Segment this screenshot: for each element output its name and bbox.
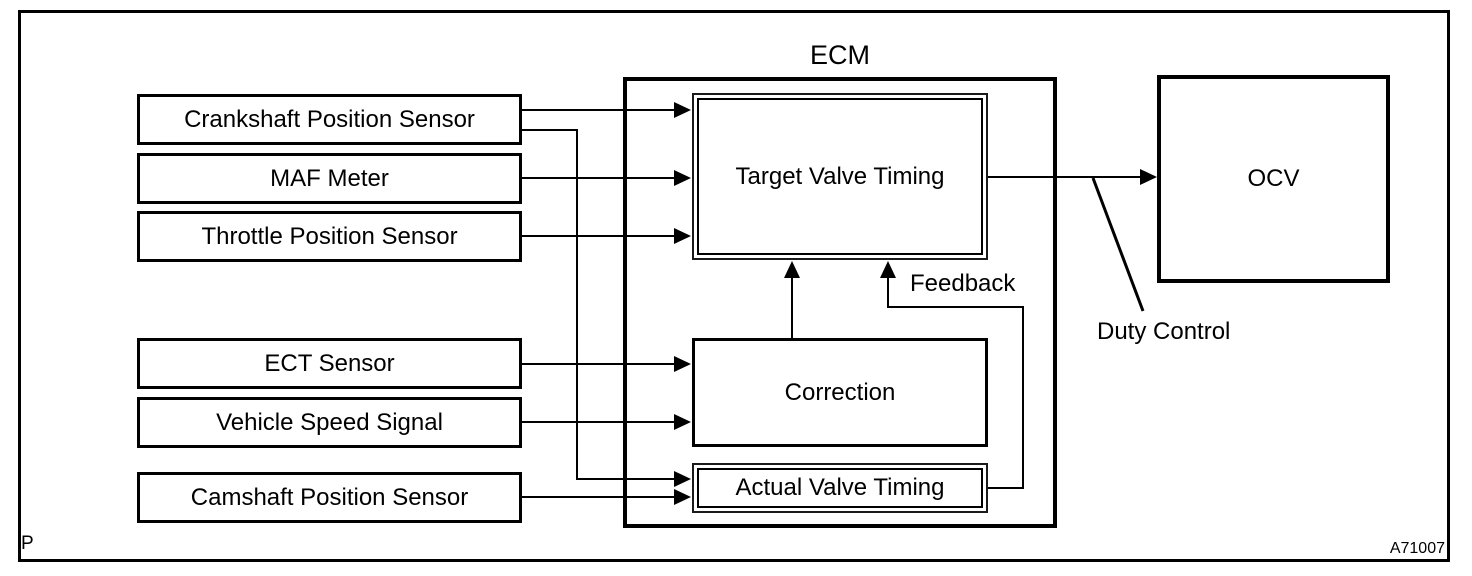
ecm-title: ECM <box>810 40 870 70</box>
sensor-label: Camshaft Position Sensor <box>190 483 469 511</box>
sensor-box-vehicle-speed: Vehicle Speed Signal <box>137 397 522 448</box>
sensor-box-camshaft-position: Camshaft Position Sensor <box>137 472 522 523</box>
block-label: Correction <box>784 378 896 406</box>
block-label: Actual Valve Timing <box>735 474 945 501</box>
outer-frame <box>18 10 1450 562</box>
target-valve-timing-inner: Target Valve Timing <box>697 98 983 255</box>
block-label: OCV <box>1247 165 1300 192</box>
block-label: Target Valve Timing <box>735 162 945 190</box>
target-valve-timing-box: Target Valve Timing <box>692 93 988 260</box>
sensor-box-crankshaft-position: Crankshaft Position Sensor <box>137 94 522 145</box>
feedback-label: Feedback <box>910 270 1016 297</box>
sensor-label: Crankshaft Position Sensor <box>184 105 475 133</box>
ocv-box: OCV <box>1157 75 1390 283</box>
correction-box: Correction <box>692 338 988 447</box>
figure-code: A71007 <box>1389 540 1445 557</box>
sensor-box-ect: ECT Sensor <box>137 338 522 389</box>
duty-control-label: Duty Control <box>1097 318 1231 345</box>
sensor-label: Vehicle Speed Signal <box>216 408 443 436</box>
page-marker: P <box>21 533 34 554</box>
sensor-label: Throttle Position Sensor <box>201 222 458 250</box>
sensor-label: ECT Sensor <box>264 349 395 377</box>
actual-valve-timing-inner: Actual Valve Timing <box>697 468 983 508</box>
sensor-label: MAF Meter <box>270 164 389 192</box>
actual-valve-timing-box: Actual Valve Timing <box>692 463 988 513</box>
sensor-box-throttle-position: Throttle Position Sensor <box>137 211 522 262</box>
sensor-box-maf-meter: MAF Meter <box>137 153 522 204</box>
